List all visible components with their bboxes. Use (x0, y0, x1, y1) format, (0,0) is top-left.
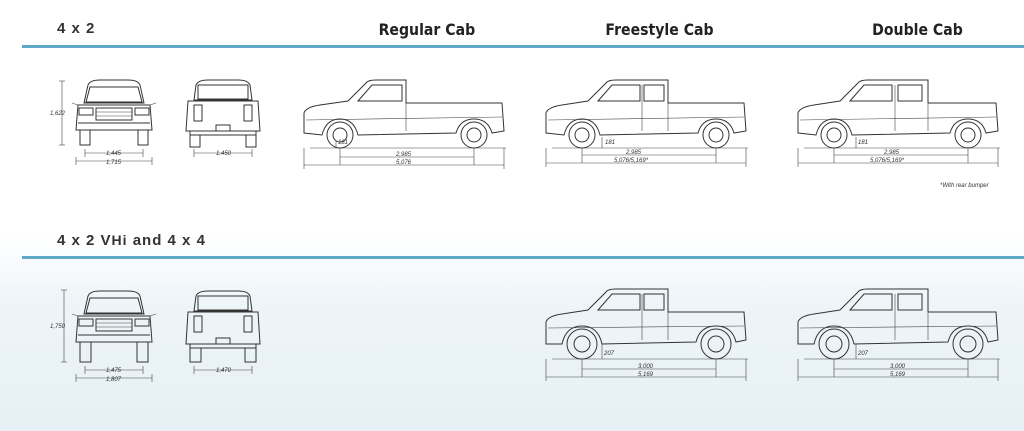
wheelbase-label: 2,985 (395, 152, 412, 158)
length-label: 5,076/5,169* (870, 158, 905, 164)
front-track-label: 1,445 (106, 151, 122, 157)
wheelbase-label: 3,000 (638, 364, 654, 370)
section-title-rest: and 4 x 4 (127, 232, 206, 249)
clearance-label: 207 (603, 351, 615, 357)
length-label: 5,076/5,169* (614, 158, 649, 164)
rear-track-label: 1,450 (216, 151, 232, 157)
side-view-double-cab-4x4: 207 3,000 5,169 (797, 288, 1000, 381)
section-divider-2 (22, 256, 1024, 259)
length-label: 5,076 (396, 160, 412, 166)
clearance-label: 181 (338, 140, 348, 146)
rear-bumper-note: *With rear bumper (940, 183, 989, 189)
wheelbase-label: 2,985 (625, 150, 642, 156)
side-view-freestyle-cab-4x4: 207 3,000 5,169 (545, 288, 748, 381)
front-view-4x4: 1,750 1,475 1,807 (50, 289, 157, 383)
side-view-freestyle-cab: 181 2,985 5,076/5,169* (545, 79, 748, 167)
wheelbase-label: 3,000 (890, 364, 906, 370)
wheelbase-label: 2,985 (883, 150, 900, 156)
clearance-label: 181 (858, 140, 868, 146)
clearance-label: 181 (605, 140, 615, 146)
height-label: 1,622 (50, 111, 66, 117)
side-view-double-cab: 181 2,985 5,076/5,169* (797, 79, 1000, 167)
column-title-regular-cab: Regular Cab (378, 20, 476, 39)
side-view-regular-cab: 181 2,985 5,076 (303, 79, 506, 169)
length-label: 5,169 (638, 372, 654, 378)
section-title-main: 4 x 2 V (57, 232, 112, 249)
rear-view-4x4: 1,470 (185, 290, 261, 374)
column-title-double-cab: Double Cab (872, 20, 963, 39)
section-title-4x2-vhi-4x4: 4 x 2 VHi and 4 x 4 (57, 232, 206, 249)
column-title-freestyle-cab: Freestyle Cab (605, 20, 714, 39)
front-view-4x2: 1,622 1,445 1,715 (50, 79, 157, 166)
section-title-sub: Hi (111, 232, 128, 248)
rear-track-label: 1,470 (216, 368, 232, 374)
front-track-label: 1,475 (106, 368, 122, 374)
rear-view-4x2: 1,450 (185, 79, 261, 157)
section-title-4x2: 4 x 2 (57, 20, 96, 37)
length-label: 5,169 (890, 372, 906, 378)
width-label: 1,715 (106, 160, 122, 166)
clearance-label: 207 (857, 351, 869, 357)
section-divider-1 (22, 45, 1024, 48)
width-label: 1,807 (106, 377, 122, 383)
height-label: 1,750 (50, 324, 66, 330)
